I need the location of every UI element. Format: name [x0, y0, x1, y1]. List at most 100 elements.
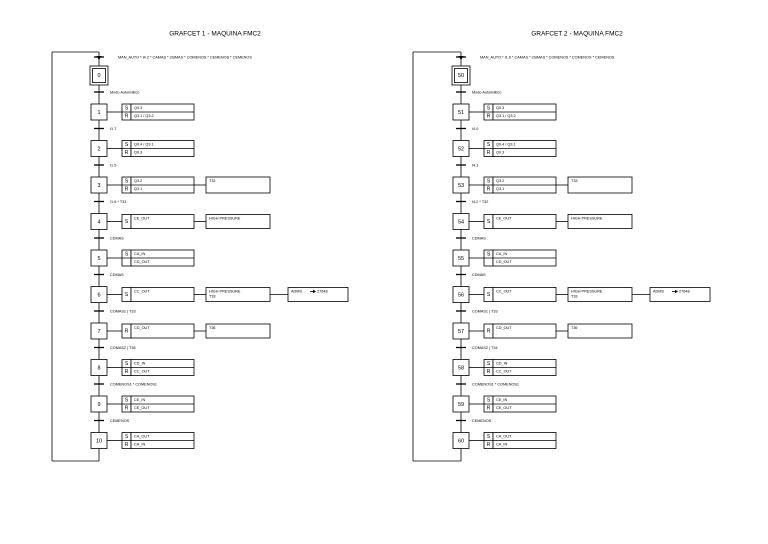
transition-label: CDMAS [472, 237, 486, 241]
action-qualifier: R [487, 150, 491, 156]
action-qualifier: S [125, 252, 129, 258]
action-qualifier: S [487, 292, 491, 298]
action-qualifier: R [487, 369, 491, 375]
action-label: Q0.3 [134, 106, 142, 110]
auxiliary-box [205, 176, 271, 194]
action-label: CE_IN [496, 398, 507, 402]
step-number: 7 [97, 329, 100, 335]
transition-label: I4.0 [472, 127, 478, 131]
auxiliary-box [205, 323, 271, 339]
action-label: CA_OUT [496, 435, 512, 439]
action-label: Q3.2 [496, 179, 504, 183]
action-label: CA_IN [496, 443, 507, 447]
action-label: Q3.1 / Q3.2 [496, 114, 516, 118]
action-qualifier: S [125, 398, 129, 404]
transition-label: CDMAS [472, 273, 486, 277]
step-number: 54 [458, 219, 464, 225]
step-number: 53 [458, 183, 464, 189]
action-qualifier: S [125, 106, 129, 112]
action-qualifier: R [125, 406, 129, 412]
step-number: 5 [97, 256, 100, 262]
analog-label: ADMS [653, 290, 664, 294]
action-label: CE_OUT [134, 406, 150, 410]
action-label: Q0.3 [134, 151, 142, 155]
transition-label: Modo Automático [472, 91, 501, 95]
action-qualifier: S [487, 252, 491, 258]
action-label: CD_IN [496, 362, 508, 366]
transition-label: I1.6 * T33 [110, 200, 126, 204]
action-label: CD_OUT [496, 326, 512, 330]
action-qualifier: S [125, 219, 129, 225]
transition-label: CDMAS [110, 273, 124, 277]
transition-label: I1.5 [110, 164, 116, 168]
action-qualifier: S [125, 292, 129, 298]
flow-arrow [458, 56, 464, 60]
action-label: CA_OUT [134, 435, 150, 439]
action-qualifier: S [125, 361, 129, 367]
timer-box-label: T33 [571, 179, 578, 183]
action-label: Q3.2 [134, 179, 142, 183]
action-label: CA_IN [134, 443, 145, 447]
action-qualifier: R [125, 187, 129, 193]
action-qualifier: S [487, 361, 491, 367]
initial-step-number: 50 [458, 73, 464, 79]
analog-label: ADMS [291, 290, 302, 294]
analog-value: 27648 [679, 290, 690, 294]
transition-label: CDMAS [110, 237, 124, 241]
action-qualifier: S [487, 179, 491, 185]
action-label: CD_OUT [496, 260, 512, 264]
action-qualifier: R [125, 114, 129, 120]
step-number: 56 [458, 292, 464, 298]
action-label: CD_IN [134, 362, 146, 366]
transition-label: COMAS1 | T33 [110, 310, 136, 314]
action-label: CD_OUT [134, 260, 150, 264]
action-qualifier: R [487, 406, 491, 412]
transition-label: Modo Automático [110, 91, 139, 95]
transition-label: I1.7 [110, 127, 116, 131]
action-label: CE_OUT [496, 217, 512, 221]
auxiliary-box [567, 176, 633, 194]
arrow-icon [675, 289, 678, 294]
analog-value: 27648 [317, 290, 328, 294]
arrow-icon [313, 289, 316, 294]
transition-label: COMAS2 | T36 [110, 346, 136, 350]
timer-box-label: HIGH PRESSURE [209, 217, 241, 221]
timer-box-label: HIGH PRESSURE [571, 290, 603, 294]
step-number: 9 [97, 402, 100, 408]
transition-label: COMENOS1 * COMENOS1 [472, 383, 519, 387]
step-number: 59 [458, 402, 464, 408]
action-qualifier: S [487, 434, 491, 440]
action-label: Q0.4 / Q3.1 [496, 143, 516, 147]
action-qualifier: S [125, 434, 129, 440]
action-label: CD_OUT [134, 326, 150, 330]
action-qualifier: R [487, 442, 491, 448]
initial-step-inner [92, 68, 106, 83]
timer-box-label: T36 [571, 326, 578, 330]
step-number: 4 [97, 219, 100, 225]
timer-box-label: T33 [209, 295, 216, 299]
timer-box-label: HIGH PRESSURE [571, 217, 603, 221]
transition-label: CEMENOS [110, 419, 130, 423]
action-qualifier: S [125, 179, 129, 185]
transition-label: COMAS2 | T34 [472, 346, 498, 350]
action-label: CE_OUT [496, 406, 512, 410]
action-qualifier: S [125, 142, 129, 148]
action-label: Q0.3 [496, 151, 504, 155]
action-label: CC_OUT [134, 290, 150, 294]
transition-label: CEMENOS [472, 419, 492, 423]
timer-box-label: T33 [571, 295, 578, 299]
initial-step-inner [454, 68, 468, 83]
action-qualifier: S [487, 106, 491, 112]
action-label: CE_OUT [134, 217, 150, 221]
transition-label: I4.1 [472, 164, 478, 168]
flow-arrow [96, 56, 102, 60]
action-label: CC_OUT [496, 290, 512, 294]
step-number: 3 [97, 183, 100, 189]
step-number: 58 [458, 365, 464, 371]
graph-title: GRAFCET 1 - MAQUINA FMC2 [169, 31, 261, 38]
step-number: 6 [97, 292, 100, 298]
action-qualifier: S [487, 219, 491, 225]
action-label: CA_IN [134, 252, 145, 256]
